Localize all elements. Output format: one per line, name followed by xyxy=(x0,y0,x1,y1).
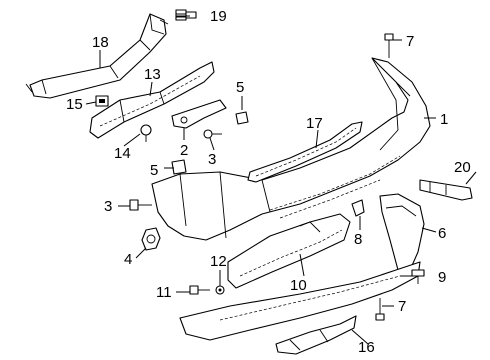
callout-3-upper: 3 xyxy=(208,151,216,168)
part-12-nut xyxy=(215,285,225,295)
part-5-clip-left xyxy=(171,159,187,175)
part-1-bumper-cover xyxy=(151,57,431,241)
part-18-absorber xyxy=(25,13,169,99)
part-7-bolt-lower xyxy=(375,298,385,321)
callout-7-lower: 7 xyxy=(398,298,406,315)
callout-16: 16 xyxy=(358,339,375,356)
part-3-bolt-upper xyxy=(203,129,222,139)
part-19-bolt xyxy=(175,9,197,21)
callout-6: 6 xyxy=(438,225,446,242)
callout-13: 13 xyxy=(144,66,161,83)
part-7-bolt-upper xyxy=(384,33,394,58)
callout-15: 15 xyxy=(66,96,83,113)
callout-5-left: 5 xyxy=(150,162,158,179)
part-14-bolt xyxy=(140,124,152,142)
callout-4: 4 xyxy=(124,251,132,268)
part-5-clip-upper xyxy=(235,111,249,125)
part-11-bolt xyxy=(189,285,210,295)
part-2-bracket xyxy=(171,99,227,129)
callout-17: 17 xyxy=(306,115,323,132)
callout-12: 12 xyxy=(210,253,227,270)
leader-lines xyxy=(85,15,477,345)
part-15-clip xyxy=(95,95,109,107)
callout-5-upper: 5 xyxy=(236,79,244,96)
callout-7-upper: 7 xyxy=(406,33,414,50)
part-8-clip xyxy=(351,199,365,217)
part-9-fastener xyxy=(411,269,425,284)
callout-18: 18 xyxy=(92,34,109,51)
callout-14: 14 xyxy=(114,145,131,162)
callout-20: 20 xyxy=(454,159,471,176)
part-13-reinforcement xyxy=(89,61,215,139)
part-16-skid-plate xyxy=(275,315,357,355)
part-6-valance-bracket xyxy=(379,193,425,271)
callout-9: 9 xyxy=(438,269,446,286)
callout-1: 1 xyxy=(440,111,448,128)
part-10-shield xyxy=(227,213,351,289)
part-3-bolt-left xyxy=(129,199,152,211)
callout-8: 8 xyxy=(354,231,362,248)
callout-3-left: 3 xyxy=(104,198,112,215)
callout-11: 11 xyxy=(156,284,172,301)
part-6-lower-valance xyxy=(179,261,421,341)
callout-2: 2 xyxy=(180,142,188,159)
callout-19: 19 xyxy=(210,8,227,25)
part-4-sensor xyxy=(141,227,161,251)
callout-10: 10 xyxy=(290,277,307,294)
part-20-reflector xyxy=(419,179,473,201)
